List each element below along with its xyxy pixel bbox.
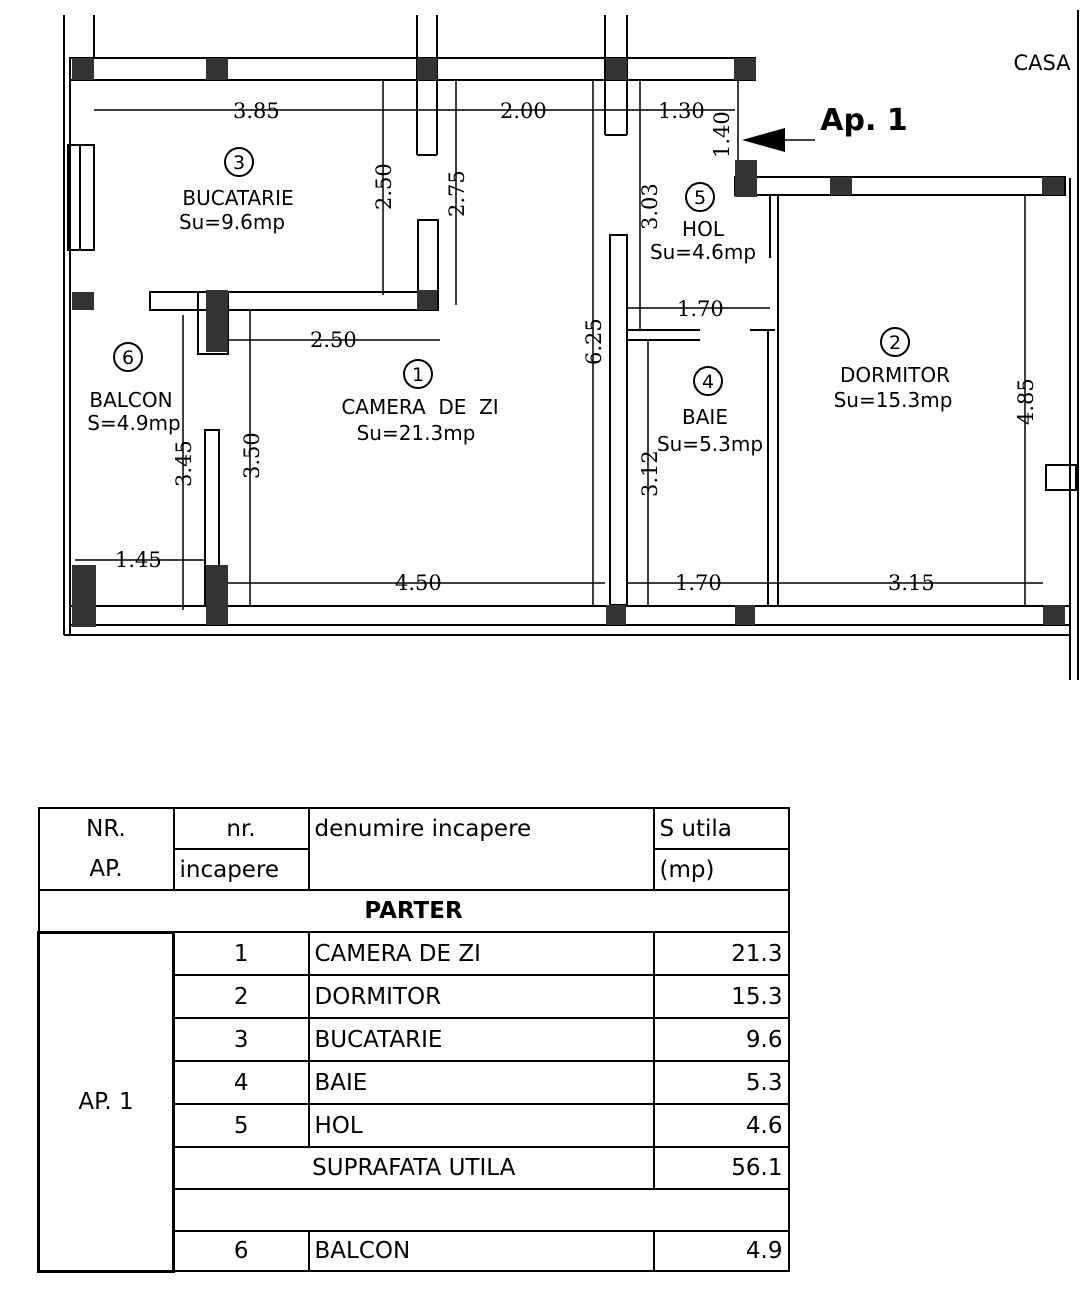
header-nr-ap: NR.	[37, 807, 175, 849]
floor-plan: 1 2 3 4 5 6 CAMERA DE ZI Su=21.3mp DORMI…	[63, 10, 1079, 680]
row-2-area: 15.3	[652, 974, 790, 1019]
header-ap: AP.	[37, 849, 175, 891]
apartment-label: Ap. 1	[820, 103, 907, 138]
room-4-name: BAIE	[682, 405, 728, 429]
row-3-nr: 3	[172, 1017, 310, 1062]
row-3-name: BUCATARIE	[307, 1017, 655, 1062]
room-4-number: 4	[702, 371, 714, 393]
balcony-nr: 6	[172, 1230, 310, 1272]
total-label: SUPRAFATA UTILA	[172, 1146, 655, 1190]
room-2-name: DORMITOR	[840, 363, 950, 387]
row-4-nr: 4	[172, 1060, 310, 1105]
room-6-number: 6	[122, 347, 134, 369]
room-4-area: Su=5.3mp	[657, 432, 763, 456]
room-areas-table: NR. nr. denumire incapere S utila AP. in…	[37, 807, 790, 1273]
row-3-area: 9.6	[652, 1017, 790, 1062]
balcony-name: BALCON	[307, 1230, 655, 1272]
dim-balcony-h: 3.45	[172, 440, 196, 487]
dim-bath-h: 3.12	[638, 450, 662, 497]
room-2-area: Su=15.3mp	[834, 388, 953, 412]
header-s-utila: S utila	[652, 807, 790, 850]
dim-balcony-w: 1.45	[115, 548, 162, 572]
row-2-nr: 2	[172, 974, 310, 1019]
room-6-name: BALCON	[89, 388, 172, 412]
spacer-row	[172, 1188, 790, 1232]
dim-bedroom-h: 4.85	[1014, 378, 1038, 425]
dim-entry: 1.40	[710, 111, 734, 158]
balcony-area: 4.9	[652, 1230, 790, 1272]
dim-bath-w: 1.70	[675, 571, 722, 595]
dim-living-w: 4.50	[395, 571, 442, 595]
dim-top-kitchen: 3.85	[233, 99, 280, 123]
dim-living-w-top: 2.50	[310, 328, 357, 352]
dim-total-h: 6.25	[582, 318, 606, 365]
row-2-name: DORMITOR	[307, 974, 655, 1019]
dim-kitchen-h2: 2.75	[445, 170, 469, 217]
header-empty	[307, 849, 655, 891]
row-4-name: BAIE	[307, 1060, 655, 1105]
header-denumire: denumire incapere	[307, 807, 655, 849]
header-incapere: incapere	[172, 848, 310, 891]
columns	[72, 58, 1065, 627]
dim-hall-w: 1.70	[677, 297, 724, 321]
room-3-name: BUCATARIE	[182, 186, 293, 210]
apartment-cell: AP. 1	[37, 930, 175, 1273]
row-1-nr: 1	[172, 931, 310, 976]
row-5-area: 4.6	[652, 1103, 790, 1148]
dim-bedroom-w: 3.15	[888, 571, 935, 595]
dimension-lines	[75, 80, 1043, 610]
row-1-name: CAMERA DE ZI	[307, 931, 655, 976]
row-4-area: 5.3	[652, 1060, 790, 1105]
room-1-area: Su=21.3mp	[357, 421, 476, 445]
dim-top-hall: 1.30	[658, 99, 705, 123]
dim-living-h: 3.50	[240, 432, 264, 479]
room-1-number: 1	[412, 364, 424, 386]
room-1-name: CAMERA DE ZI	[341, 395, 498, 419]
section-parter: PARTER	[37, 889, 790, 933]
room-6-area: S=4.9mp	[87, 411, 180, 435]
dim-top-mid: 2.00	[500, 99, 547, 123]
room-3-area: Su=9.6mp	[179, 210, 285, 234]
room-5-area: Su=4.6mp	[650, 240, 756, 264]
room-5-name: HOL	[682, 217, 725, 241]
dim-hall-h: 3.03	[638, 183, 662, 230]
total-value: 56.1	[652, 1146, 790, 1190]
row-5-nr: 5	[172, 1103, 310, 1148]
room-3-number: 3	[233, 152, 245, 174]
room-5-number: 5	[694, 187, 706, 209]
dim-kitchen-h1: 2.50	[372, 163, 396, 210]
room-2-number: 2	[889, 332, 901, 354]
room-circles	[113, 147, 910, 396]
entry-arrow-head	[742, 128, 785, 152]
row-5-name: HOL	[307, 1103, 655, 1148]
walls	[63, 10, 1079, 680]
header-nr-incapere: nr.	[172, 807, 310, 849]
building-label: CASA	[1013, 51, 1071, 75]
row-1-area: 21.3	[652, 931, 790, 976]
header-mp: (mp)	[652, 848, 790, 891]
